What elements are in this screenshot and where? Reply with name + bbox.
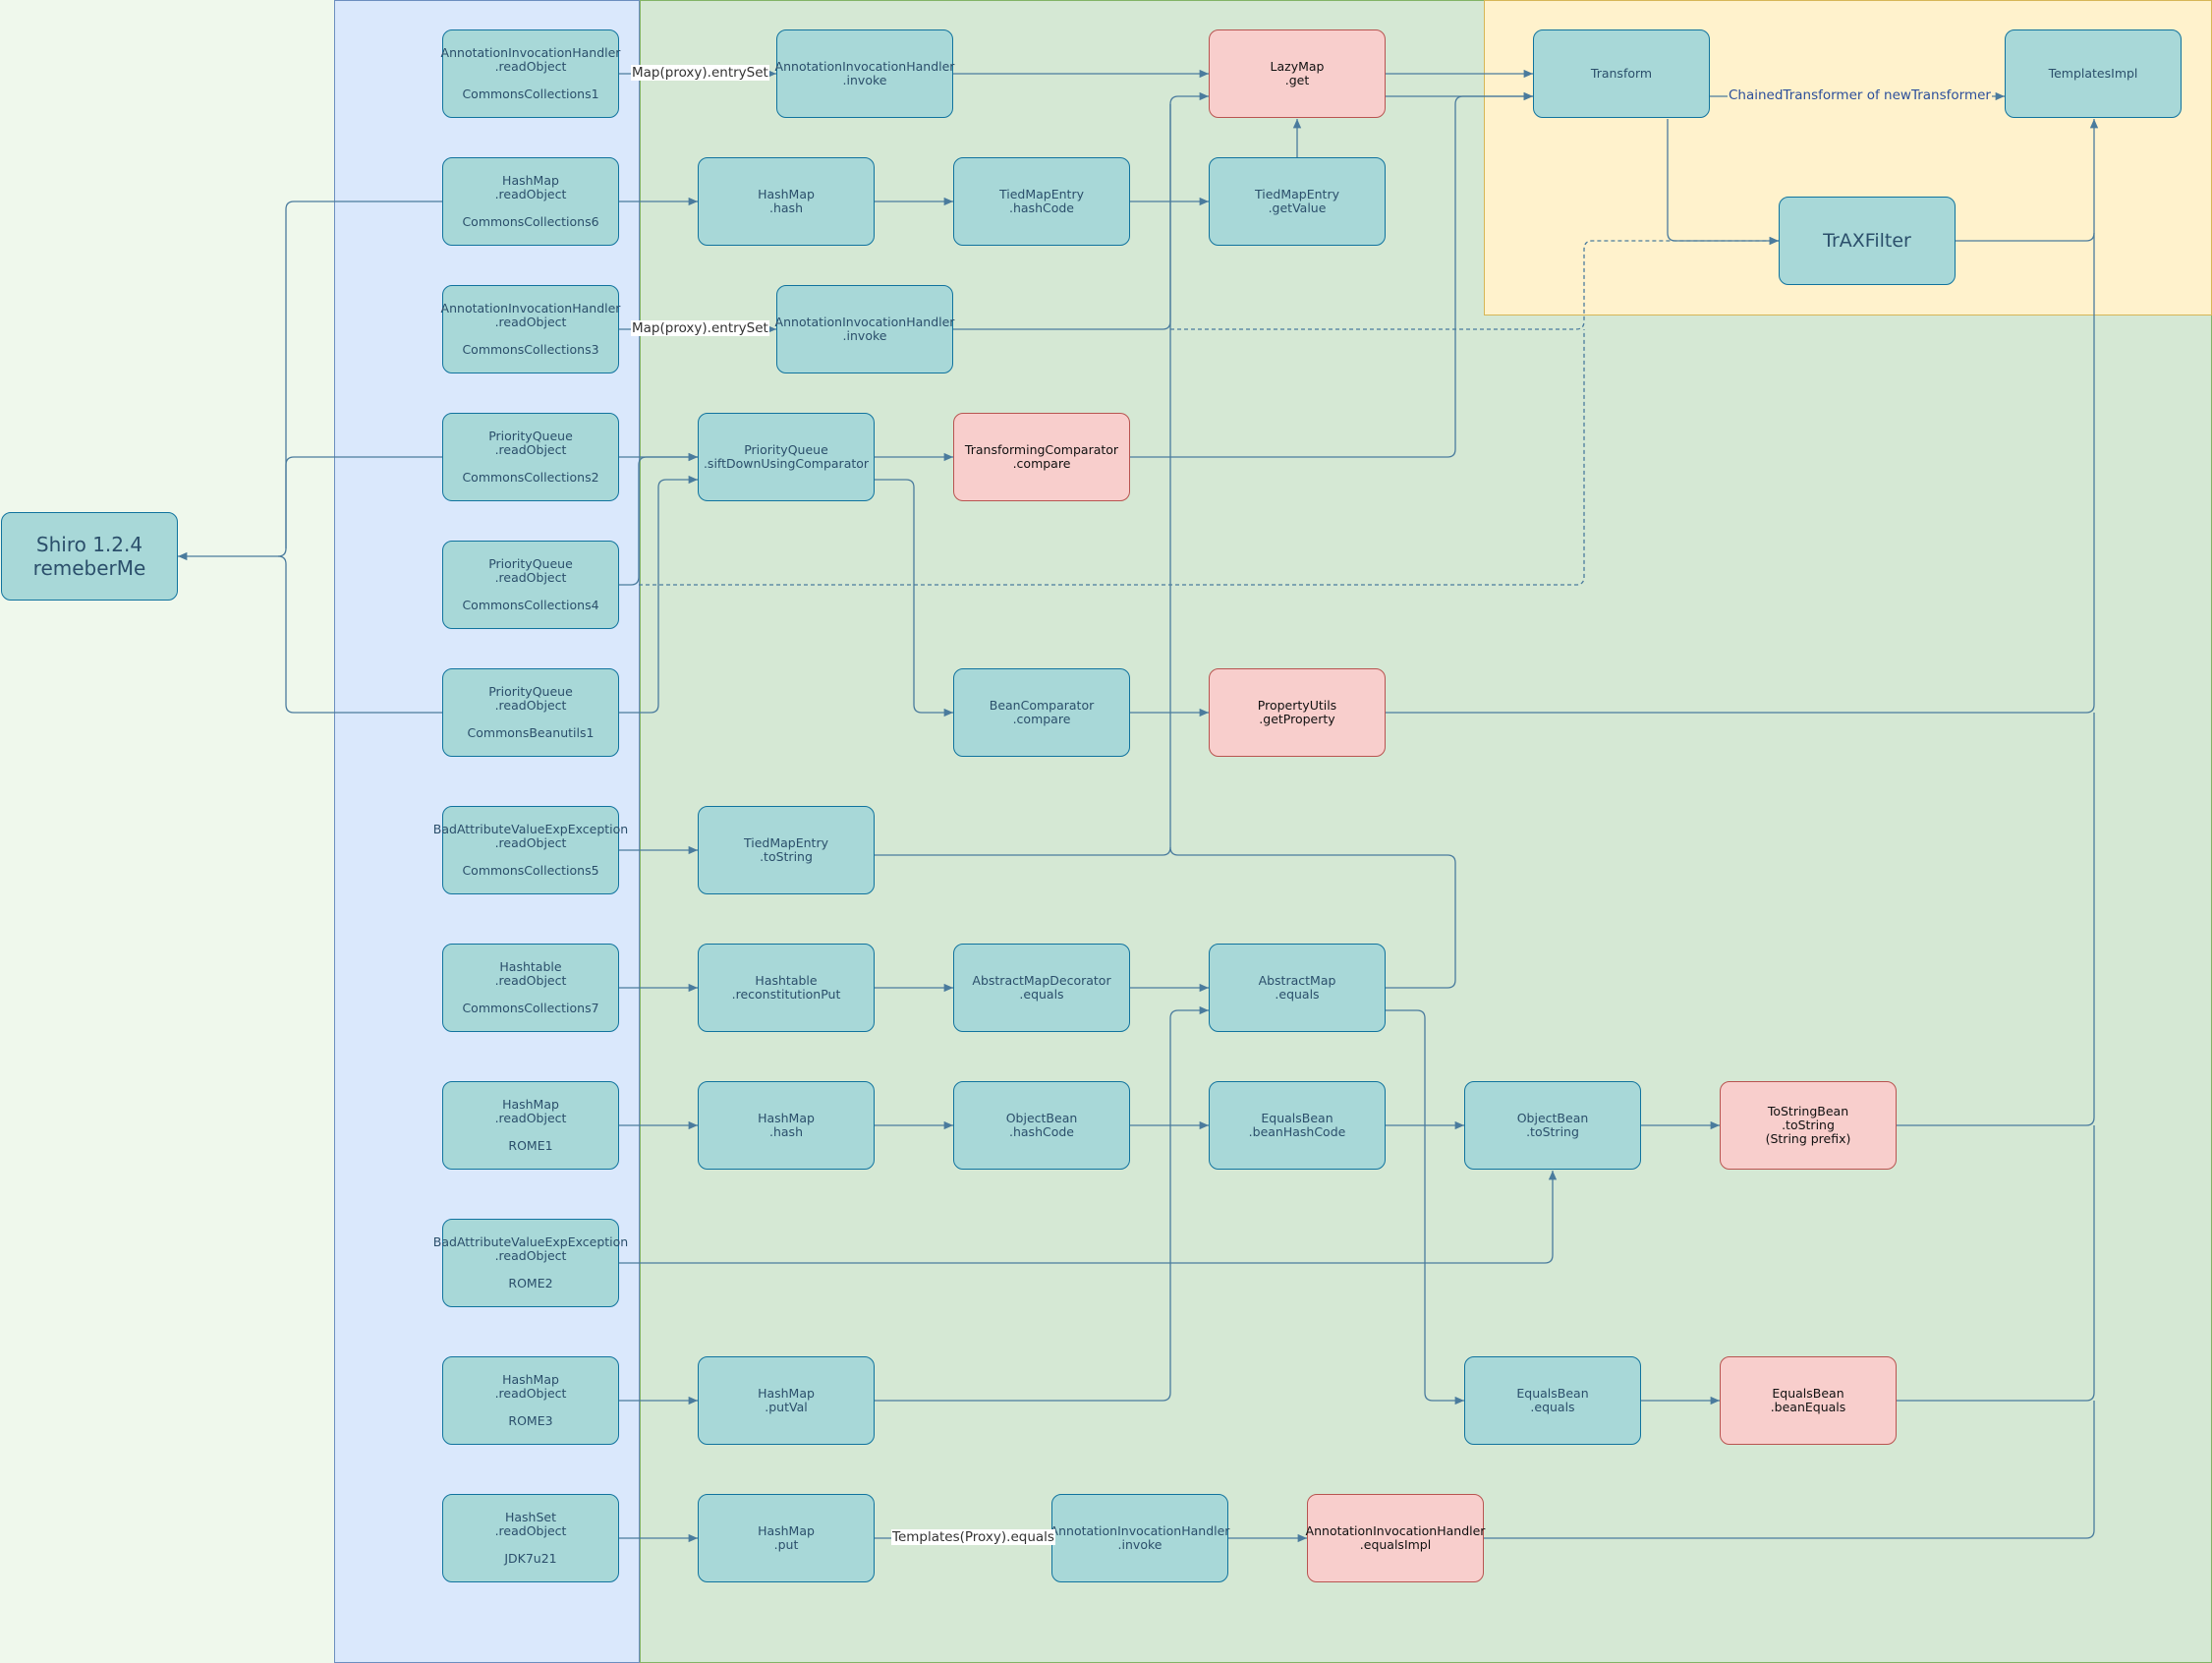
edge-propertyutils-templatesimpl bbox=[1386, 119, 2099, 714]
edge-cc6-root bbox=[178, 201, 442, 561]
edge-abstractmap-equalsbean bbox=[1386, 1009, 1464, 1405]
edge-label-templates-equals: Templates(Proxy).equals bbox=[891, 1529, 1055, 1545]
node-transformingcomparator-compare: TransformingComparator .compare bbox=[953, 413, 1130, 501]
node-transform: Transform bbox=[1533, 29, 1710, 118]
node-equalsbean-beanequals: EqualsBean .beanEquals bbox=[1720, 1356, 1897, 1445]
edge-aih3-traxfilter bbox=[1170, 236, 1779, 330]
node-hashtable-reconstitutionput: Hashtable .reconstitutionPut bbox=[698, 944, 875, 1032]
edge-label-entryset-cc1: Map(proxy).entrySet bbox=[631, 65, 769, 81]
node-abstractmap-equals: AbstractMap .equals bbox=[1209, 944, 1386, 1032]
node-lazymap-get: LazyMap .get bbox=[1209, 29, 1386, 118]
entry-rome3: HashMap .readObject ROME3 bbox=[442, 1356, 619, 1445]
edge-siftdown-beancomparator bbox=[875, 479, 953, 717]
entry-cc4: PriorityQueue .readObject CommonsCollect… bbox=[442, 541, 619, 629]
edge-label-chained-transformer: ChainedTransformer of newTransformer bbox=[1728, 87, 1992, 103]
entry-cc1: AnnotationInvocationHandler .readObject … bbox=[441, 29, 620, 118]
edge-cb1-root bbox=[277, 555, 442, 714]
node-traxfilter: TrAXFilter bbox=[1779, 197, 1956, 285]
node-aih-invoke-cc1: AnnotationInvocationHandler .invoke bbox=[775, 29, 954, 118]
entry-rome1: HashMap .readObject ROME1 bbox=[442, 1081, 619, 1170]
root-shiro-rememberme: Shiro 1.2.4 remeberMe bbox=[1, 512, 178, 601]
edge-tostringbean-templatesimpl bbox=[1897, 713, 2095, 1126]
node-aih-equalsimpl: AnnotationInvocationHandler .equalsImpl bbox=[1306, 1494, 1485, 1582]
node-tiedmapentry-tostring: TiedMapEntry .toString bbox=[698, 806, 875, 894]
node-beancomparator-compare: BeanComparator .compare bbox=[953, 668, 1130, 757]
node-aih-invoke-jdk: AnnotationInvocationHandler .invoke bbox=[1050, 1494, 1229, 1582]
edge-transformingcomparator-transform bbox=[1130, 91, 1533, 458]
node-priorityqueue-siftdown: PriorityQueue .siftDownUsingComparator bbox=[698, 413, 875, 501]
edge-transform-traxfilter bbox=[1667, 119, 1779, 246]
node-propertyutils-getproperty: PropertyUtils .getProperty bbox=[1209, 668, 1386, 757]
edge-traxfilter-templatesimpl bbox=[1956, 232, 2095, 242]
edge-label-entryset-cc3: Map(proxy).entrySet bbox=[631, 320, 769, 336]
edge-cc2-root bbox=[285, 456, 442, 548]
edge-abstractmap-lazymap bbox=[1169, 846, 1456, 989]
node-hashmap-putval: HashMap .putVal bbox=[698, 1356, 875, 1445]
node-objectbean-hashcode: ObjectBean .hashCode bbox=[953, 1081, 1130, 1170]
node-equalsbean-equals: EqualsBean .equals bbox=[1464, 1356, 1641, 1445]
node-templatesimpl: TemplatesImpl bbox=[2005, 29, 2182, 118]
edge-cb1-siftdown bbox=[619, 475, 698, 714]
edge-cc4-traxfilter bbox=[639, 329, 1585, 586]
entry-cc7: Hashtable .readObject CommonsCollections… bbox=[442, 944, 619, 1032]
entry-jdk7u21: HashSet .readObject JDK7u21 bbox=[442, 1494, 619, 1582]
entry-cc5: BadAttributeValueExpException .readObjec… bbox=[433, 806, 628, 894]
node-objectbean-tostring: ObjectBean .toString bbox=[1464, 1081, 1641, 1170]
node-tiedmapentry-hashcode: TiedMapEntry .hashCode bbox=[953, 157, 1130, 246]
entry-cc3: AnnotationInvocationHandler .readObject … bbox=[441, 285, 620, 373]
entry-cc2: PriorityQueue .readObject CommonsCollect… bbox=[442, 413, 619, 501]
edge-putval-abstractmap bbox=[875, 1005, 1209, 1402]
entry-cb1: PriorityQueue .readObject CommonsBeanuti… bbox=[442, 668, 619, 757]
edge-rome2-objecttostring bbox=[619, 1171, 1558, 1264]
entry-rome2: BadAttributeValueExpException .readObjec… bbox=[433, 1219, 628, 1307]
entry-cc6: HashMap .readObject CommonsCollections6 bbox=[442, 157, 619, 246]
node-equalsbean-beanhashcode: EqualsBean .beanHashCode bbox=[1209, 1081, 1386, 1170]
node-hashmap-hash-cc6: HashMap .hash bbox=[698, 157, 875, 246]
edge-beanequals-templatesimpl bbox=[1897, 1125, 2095, 1402]
node-abstractmapdecorator-equals: AbstractMapDecorator .equals bbox=[953, 944, 1130, 1032]
edge-equalsimpl-templatesimpl bbox=[1484, 1401, 2095, 1539]
node-aih-invoke-cc3: AnnotationInvocationHandler .invoke bbox=[775, 285, 954, 373]
node-hashmap-hash-rome1: HashMap .hash bbox=[698, 1081, 875, 1170]
node-hashmap-put: HashMap .put bbox=[698, 1494, 875, 1582]
edge-cc4-siftdown bbox=[619, 452, 698, 586]
node-tiedmapentry-getvalue: TiedMapEntry .getValue bbox=[1209, 157, 1386, 246]
node-tostringbean-tostring: ToStringBean .toString (String prefix) bbox=[1720, 1081, 1897, 1170]
